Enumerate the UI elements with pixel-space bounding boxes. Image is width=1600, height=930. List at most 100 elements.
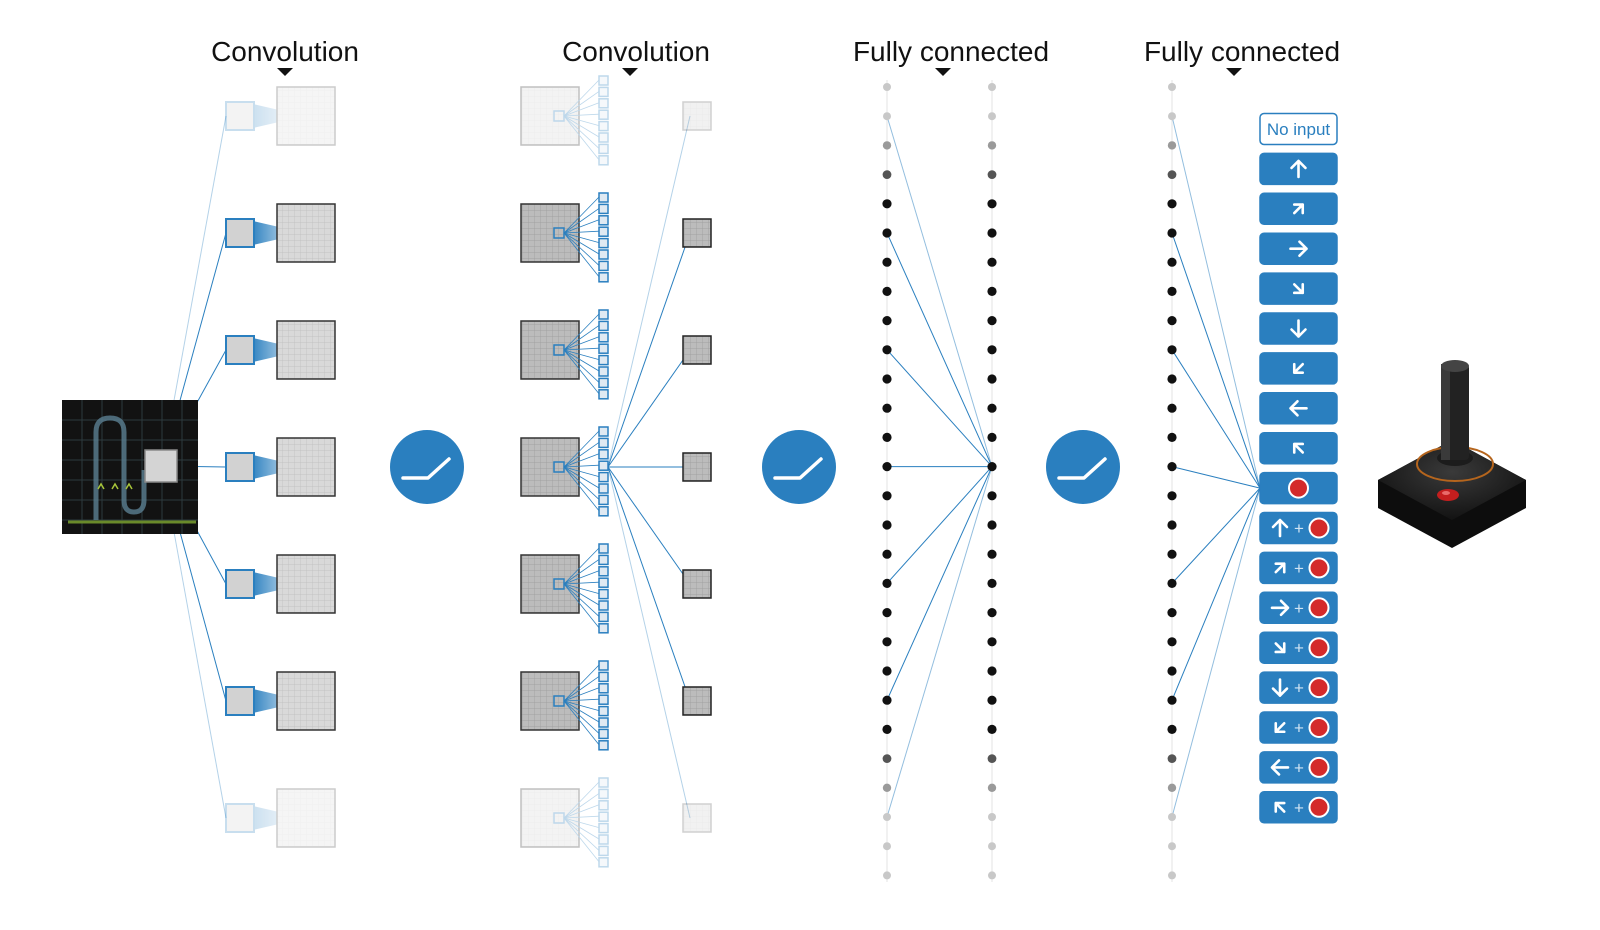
fire-button-icon xyxy=(1308,557,1330,579)
kernel-cell xyxy=(598,98,609,109)
neuron xyxy=(987,491,997,501)
relu-icon xyxy=(762,430,836,504)
kernel-line xyxy=(563,559,600,585)
kernel-cell xyxy=(598,845,609,857)
neuron xyxy=(987,170,997,180)
kernel-cell xyxy=(598,120,609,132)
neuron xyxy=(987,462,997,472)
neuron xyxy=(882,491,892,501)
kernel-line xyxy=(563,700,600,746)
neuron xyxy=(1167,637,1177,647)
plus-sign: + xyxy=(1294,519,1304,538)
kernel-line xyxy=(563,349,600,383)
plus-sign: + xyxy=(1294,758,1304,777)
action-label: No input xyxy=(1267,120,1331,139)
kernel-cell xyxy=(598,75,609,86)
neuron xyxy=(1168,813,1176,821)
action-button[interactable]: + xyxy=(1259,671,1338,704)
filter-box xyxy=(225,101,255,131)
arrow-right-icon xyxy=(1270,599,1290,617)
filter-box xyxy=(225,218,255,248)
kernel-cell xyxy=(598,483,609,494)
neuron xyxy=(1168,83,1176,91)
kernel-line xyxy=(563,583,600,617)
arrow-left-icon xyxy=(1270,759,1290,776)
fire-button-icon xyxy=(1288,477,1309,499)
relu-icon xyxy=(1046,430,1120,504)
kernel-line xyxy=(563,232,600,278)
neuron xyxy=(882,141,892,150)
kernel-cell xyxy=(598,449,609,460)
kernel-cell xyxy=(598,705,609,717)
action-button[interactable]: + xyxy=(1259,591,1338,625)
arrow-stroke xyxy=(1289,399,1308,417)
layer-title-conv1: Convolution xyxy=(211,36,359,67)
kernel-line xyxy=(563,349,600,360)
action-button[interactable]: + xyxy=(1259,791,1338,824)
neuron xyxy=(882,783,892,792)
action-button[interactable]: + xyxy=(1259,551,1338,585)
connection-line xyxy=(607,466,691,585)
action-button[interactable] xyxy=(1259,272,1338,305)
kernel-line xyxy=(563,700,600,723)
fire-button-icon xyxy=(1308,517,1330,539)
kernel-line xyxy=(563,583,600,606)
kernel-cell xyxy=(598,506,609,517)
layer-marker-fc1 xyxy=(935,68,951,76)
plus-sign: + xyxy=(1294,719,1304,738)
action-button[interactable] xyxy=(1259,392,1338,425)
neuron xyxy=(882,170,892,180)
kernel-cell xyxy=(598,309,609,320)
action-button[interactable]: No input xyxy=(1259,112,1338,146)
relu-icon xyxy=(390,430,464,504)
kernel-line xyxy=(563,581,600,585)
kernel-line xyxy=(563,219,600,234)
layer-title-fc2: Fully connected xyxy=(1144,36,1340,67)
conv2-filter xyxy=(520,75,712,166)
action-button[interactable] xyxy=(1259,312,1338,345)
neuron xyxy=(882,549,892,559)
connection-line xyxy=(607,466,691,819)
kernel-cell xyxy=(598,683,609,694)
action-button[interactable] xyxy=(1259,431,1338,465)
kernel-cell xyxy=(598,260,609,272)
kernel-cell xyxy=(598,494,609,506)
kernel-cell xyxy=(598,249,609,260)
action-button[interactable] xyxy=(1259,471,1338,505)
connection-line xyxy=(886,349,993,467)
fire-button-icon xyxy=(1308,637,1330,659)
arrow-up-icon xyxy=(1271,518,1289,538)
kernel-line xyxy=(563,115,600,138)
action-button[interactable]: + xyxy=(1259,511,1338,545)
kernel-cell xyxy=(598,566,609,577)
kernel-line xyxy=(563,583,600,594)
conv2-filter xyxy=(520,660,712,751)
kernel-cell xyxy=(598,389,609,400)
action-button[interactable] xyxy=(1259,152,1338,186)
action-button[interactable]: + xyxy=(1259,711,1338,744)
action-button[interactable] xyxy=(1259,352,1338,385)
kernel-cell xyxy=(598,694,609,705)
action-button[interactable] xyxy=(1259,192,1338,226)
kernel-line xyxy=(563,349,600,395)
feature-map xyxy=(276,203,336,263)
arrow-down-right-icon xyxy=(1274,642,1286,654)
neuron xyxy=(1167,403,1177,413)
neuron xyxy=(882,754,892,763)
action-button[interactable] xyxy=(1259,232,1338,265)
connection-line xyxy=(607,349,691,468)
plus-sign: + xyxy=(1294,559,1304,578)
kernel-line xyxy=(563,442,600,468)
action-buttons: No input + + + + + + + + xyxy=(1259,112,1338,824)
kernel-line xyxy=(563,815,600,819)
arrow-stroke xyxy=(1290,319,1307,338)
layer-marker-conv2 xyxy=(622,68,638,76)
conv2-filter xyxy=(520,309,712,400)
feature-map xyxy=(276,671,336,731)
conv2-filter xyxy=(520,777,712,868)
action-button[interactable]: + xyxy=(1259,631,1338,664)
connection-line xyxy=(886,232,993,467)
action-button[interactable]: + xyxy=(1259,751,1338,784)
neuron xyxy=(882,199,892,209)
neuron xyxy=(1167,170,1177,180)
